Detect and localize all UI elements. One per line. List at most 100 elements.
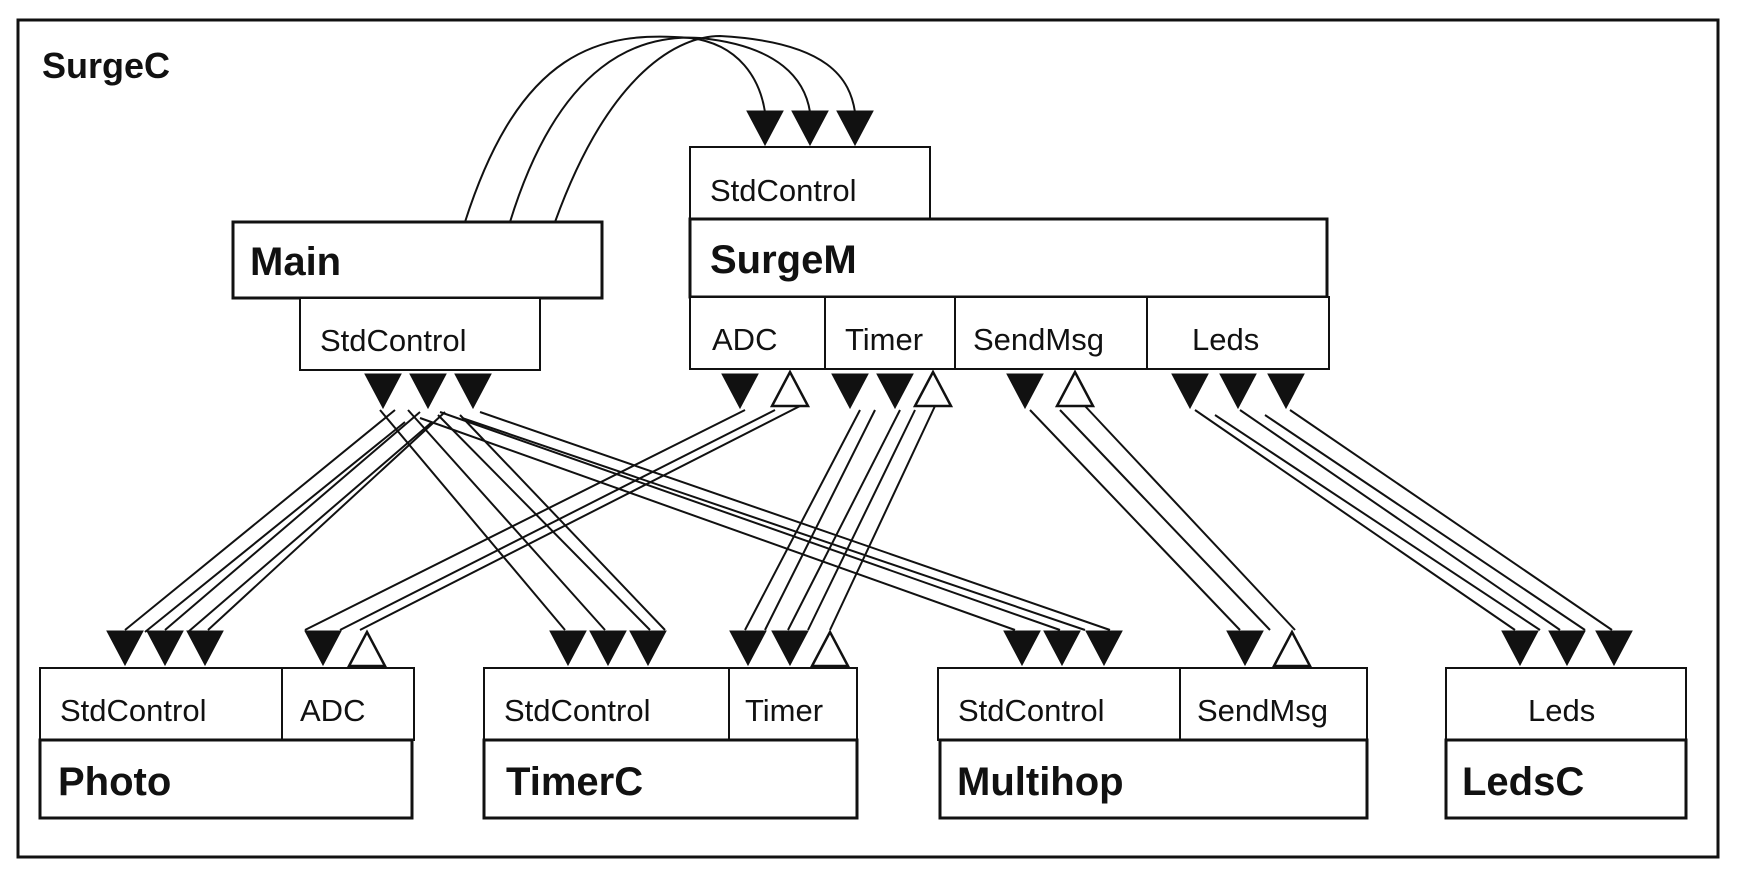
multihop-body (938, 738, 1369, 820)
photo-stdcontrol-label: StdControl (60, 693, 206, 728)
arrowhead-surgem-adc-return (769, 369, 811, 408)
wire-main-timerc-stdcontrol-2 (407, 409, 606, 631)
container-title: SurgeC (42, 45, 170, 86)
wire-main-timerc-stdcontrol-1 (379, 409, 566, 631)
timerc-name: TimerC (506, 760, 643, 804)
surgem-leds-label: Leds (1192, 322, 1259, 357)
wire-main-photo-stdcontrol-5 (207, 411, 446, 631)
multihop-name: Multihop (957, 760, 1124, 804)
wire-main-multihop-stdcontrol-1 (419, 417, 1016, 631)
wire-surgem-timerc-timer-4 (807, 409, 916, 631)
arrowhead-photo-stdcontrol-2 (146, 630, 184, 667)
arrowhead-multihop-stdcontrol-2 (1043, 630, 1081, 667)
wire-surgem-ledsc-leds-2 (1214, 414, 1541, 631)
surgem-timer-label: Timer (845, 322, 923, 357)
arrowhead-surgem-timer-out-1 (831, 373, 869, 410)
wire-surgem-timerc-timer-5 (829, 405, 936, 631)
wire-surgem-ledsc-leds-3 (1239, 409, 1561, 631)
surgem-stdcontrol-port (689, 146, 931, 220)
surgem-stdcontrol-label: StdControl (710, 173, 856, 208)
arrowhead-timerc-timer-in-2 (771, 630, 809, 667)
wire-surgem-timerc-timer-2 (764, 409, 876, 631)
wire-surgem-ledsc-leds-5 (1289, 409, 1613, 631)
surgem-timer-port (824, 296, 956, 370)
component-timerc: StdControl Timer TimerC (482, 667, 859, 820)
component-main: Main StdControl (231, 220, 604, 371)
surgem-sendmsg-label: SendMsg (973, 322, 1104, 357)
arrowhead-multihop-sendmsg-return (1271, 629, 1313, 668)
wire-main-surgem-stdcontrol-2 (509, 36, 811, 223)
surgem-adc-label: ADC (712, 322, 777, 357)
arrowhead-photo-stdcontrol-3 (186, 630, 224, 667)
arrowhead-timerc-stdcontrol-2 (589, 630, 627, 667)
ledsc-leds-label: Leds (1528, 693, 1595, 728)
arrowhead-surgem-sendmsg-out (1006, 373, 1044, 410)
ledsc-name: LedsC (1462, 760, 1584, 804)
surgem-sendmsg-port (954, 296, 1148, 370)
arrowhead-surgem-leds-out-3 (1267, 373, 1305, 410)
multihop-sendmsg-port (1179, 667, 1368, 741)
multihop-stdcontrol-label: StdControl (958, 693, 1104, 728)
timerc-timer-label: Timer (745, 693, 823, 728)
arrowhead-ledsc-leds-in-2 (1548, 630, 1586, 667)
surgem-adc-port (689, 296, 826, 370)
component-surgem: StdControl SurgeM ADC Timer SendMsg Leds (688, 146, 1330, 370)
arrowhead-timerc-stdcontrol-3 (629, 630, 667, 667)
timerc-stdcontrol-label: StdControl (504, 693, 650, 728)
surgem-leds-port (1146, 296, 1330, 370)
arrowhead-timerc-stdcontrol-1 (549, 630, 587, 667)
component-ledsc: Leds LedsC (1444, 667, 1688, 820)
photo-body (38, 738, 414, 820)
wire-surgem-timerc-timer-3 (787, 409, 901, 631)
wire-main-photo-stdcontrol-3 (164, 411, 421, 631)
arrowhead-surgem-stdcontrol-2 (791, 110, 829, 147)
wire-surgem-photo-adc-3 (359, 405, 801, 631)
wire-surgem-photo-adc-2 (339, 409, 776, 631)
arrowhead-surgem-leds-out-2 (1219, 373, 1257, 410)
surgem-body (688, 217, 1329, 299)
component-photo: StdControl ADC Photo (38, 667, 415, 820)
wire-main-photo-stdcontrol-4 (187, 421, 433, 633)
multihop-sendmsg-label: SendMsg (1197, 693, 1328, 728)
photo-name: Photo (58, 760, 171, 804)
main-name: Main (250, 240, 341, 284)
arrowhead-surgem-stdcontrol-1 (746, 110, 784, 147)
arrowhead-ledsc-leds-in-3 (1595, 630, 1633, 667)
arrowhead-surgem-timer-out-2 (876, 373, 914, 410)
arrowhead-photo-stdcontrol-1 (106, 630, 144, 667)
arrowhead-photo-adc-in (304, 630, 342, 667)
ledsc-body (1444, 738, 1688, 820)
arrowhead-surgem-leds-out-1 (1171, 373, 1209, 410)
arrowhead-surgem-adc-out (721, 373, 759, 410)
arrowhead-ledsc-leds-in-1 (1501, 630, 1539, 667)
timerc-stdcontrol-port (483, 667, 730, 741)
timerc-body (482, 738, 859, 820)
wires-layer (124, 34, 1613, 633)
wire-main-timerc-stdcontrol-3 (437, 414, 651, 631)
wire-main-multihop-stdcontrol-3 (461, 417, 1086, 631)
surgem-name: SurgeM (710, 238, 857, 282)
wire-main-multihop-stdcontrol-4 (479, 411, 1111, 631)
main-stdcontrol-label: StdControl (320, 323, 466, 358)
arrowhead-timerc-timer-in-1 (729, 630, 767, 667)
arrowhead-timerc-timer-return (809, 629, 851, 668)
wire-surgem-multihop-sendmsg-1 (1029, 409, 1241, 631)
arrowhead-main-stdcontrol-3 (454, 373, 492, 410)
arrowhead-photo-adc-return (346, 629, 388, 668)
arrowhead-multihop-stdcontrol-1 (1003, 630, 1041, 667)
wire-surgem-photo-adc-1 (304, 409, 746, 631)
main-stdcontrol-port (299, 297, 541, 371)
arrowhead-multihop-stdcontrol-3 (1085, 630, 1123, 667)
wire-surgem-timerc-timer-1 (744, 409, 861, 631)
wire-surgem-ledsc-leds-4 (1264, 414, 1586, 631)
wire-main-multihop-stdcontrol-2 (439, 411, 1061, 631)
arrowhead-surgem-sendmsg-return (1054, 369, 1096, 408)
wire-main-photo-stdcontrol-2 (144, 421, 406, 633)
arrowhead-surgem-stdcontrol-3 (836, 110, 874, 147)
wire-main-surgem-stdcontrol-3 (554, 34, 856, 223)
wire-surgem-multihop-sendmsg-2 (1059, 409, 1271, 631)
wire-surgem-ledsc-leds-1 (1194, 409, 1516, 631)
surgec-container-frame (16, 18, 1720, 859)
